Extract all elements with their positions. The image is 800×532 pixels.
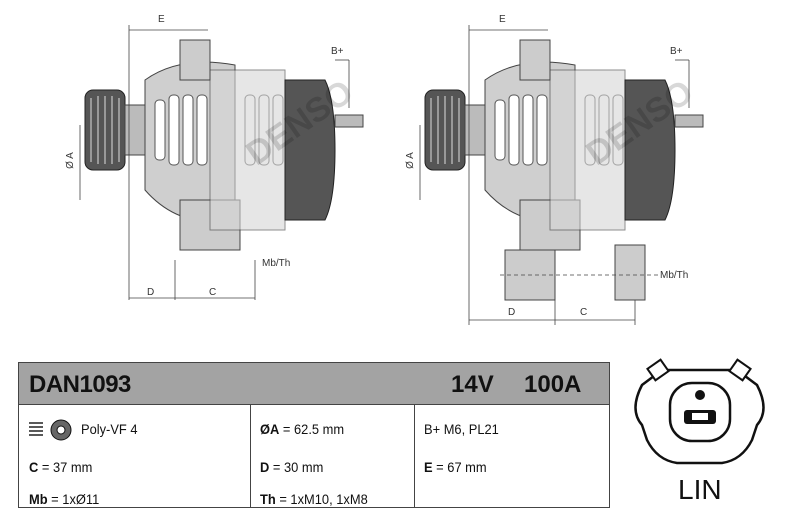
spec-c: C = 37 mm: [29, 459, 93, 475]
spec-bplus: B+ M6, PL21: [424, 421, 499, 437]
alternator-right: [424, 39, 704, 301]
pulley-freewheel-icon: [29, 419, 72, 441]
dim-c-label: C: [209, 287, 217, 298]
alternator-drawings: DENSO: [79, 25, 704, 325]
spec-d: D = 30 mm: [260, 459, 324, 475]
dim-bplus-label: B+: [331, 46, 344, 57]
spec-th: Th = 1xM10, 1xM8: [260, 491, 368, 507]
current: 100A: [524, 371, 582, 398]
dim-c-label: C: [580, 307, 588, 318]
dim-bplus-label: B+: [670, 46, 683, 57]
dim-e-label: E: [158, 14, 165, 25]
spec-a: ØA = 62.5 mm: [260, 421, 345, 437]
dim-a-label: Ø A: [404, 152, 416, 169]
dim-d-label: D: [147, 287, 155, 298]
spec-e: E = 67 mm: [424, 459, 487, 475]
connector-label: LIN: [678, 474, 722, 505]
dim-e-label: E: [499, 14, 506, 25]
plug-connector-icon: [634, 358, 765, 465]
dim-mbth-label: Mb/Th: [262, 258, 291, 269]
alternator-left: [84, 39, 364, 251]
voltage: 14V: [451, 371, 494, 398]
dim-d-label: D: [508, 307, 516, 318]
spec-table: DAN1093 14V 100A Poly-VF 4 C = 37 mm Mb …: [18, 362, 610, 508]
spec-header: DAN1093 14V 100A: [19, 363, 609, 405]
dim-a-label: Ø A: [64, 152, 76, 169]
pulley-type: Poly-VF 4: [81, 421, 138, 437]
spec-mb: Mb = 1xØ11: [29, 491, 100, 507]
dim-mbth-label: Mb/Th: [660, 270, 689, 281]
part-number: DAN1093: [29, 371, 131, 398]
